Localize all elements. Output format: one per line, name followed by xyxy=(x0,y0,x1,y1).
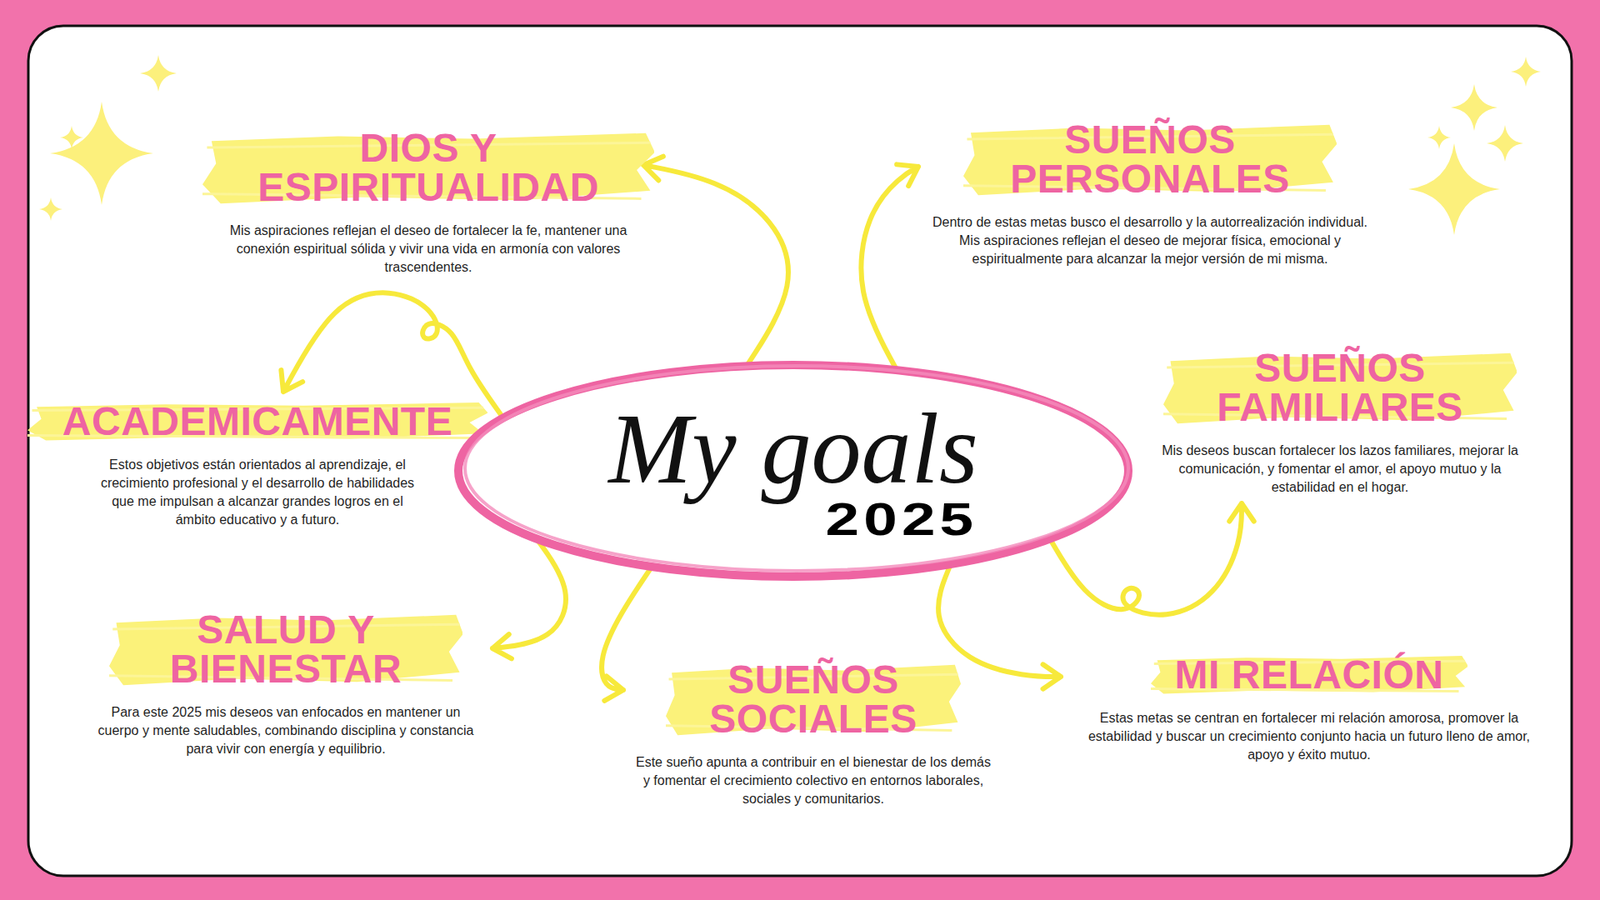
heading-block: SUEÑOS PERSONALES xyxy=(925,116,1375,202)
goal-heading: SALUD Y BIENESTAR xyxy=(135,606,436,692)
sparkle xyxy=(39,197,63,221)
sparkle xyxy=(1486,125,1524,162)
goal-description: Mis aspiraciones reflejan el deseo de fo… xyxy=(228,221,629,277)
center-ellipse: My goals2025 xyxy=(451,358,1135,584)
arrow-connector xyxy=(601,566,652,701)
goal-node: SUEÑOS SOCIALES Este sueño apunta a contr… xyxy=(630,656,997,809)
sparkle xyxy=(1450,84,1498,131)
arrow-connector xyxy=(280,292,503,418)
ellipse-stroke xyxy=(458,365,1129,577)
sparkles xyxy=(39,55,1541,235)
sparkle xyxy=(1408,143,1500,235)
heading-block: DIOS Y ESPIRITUALIDAD xyxy=(220,125,637,210)
arrow-connector xyxy=(860,164,919,370)
sparkle xyxy=(60,125,84,150)
arrow-connector xyxy=(643,156,789,367)
sparkle xyxy=(1510,56,1541,87)
sparkle xyxy=(140,55,177,92)
goal-node: DIOS Y ESPIRITUALIDAD Mis aspiraciones re… xyxy=(220,125,637,277)
heading-block: SUEÑOS FAMILIARES xyxy=(1144,345,1536,430)
arrow-connector xyxy=(492,539,566,660)
center-text-group: My goals2025 xyxy=(608,399,978,543)
heading-wrap: SUEÑOS SOCIALES xyxy=(688,656,939,742)
goal-description: Para este 2025 mis deseos van enfocados … xyxy=(90,703,482,759)
heading-block: ACADEMICAMENTE xyxy=(53,398,462,445)
sparkle xyxy=(1427,125,1451,150)
heading-wrap: DIOS Y ESPIRITUALIDAD xyxy=(236,125,620,210)
sparkle xyxy=(50,101,154,205)
heading-block: MI RELACIÓN xyxy=(1067,651,1551,698)
heading-wrap: MI RELACIÓN xyxy=(1175,651,1445,698)
heading-wrap: SUEÑOS PERSONALES xyxy=(991,116,1309,202)
heading-wrap: SALUD Y BIENESTAR xyxy=(135,606,436,692)
heading-wrap: ACADEMICAMENTE xyxy=(62,398,453,445)
heading-wrap: SUEÑOS FAMILIARES xyxy=(1190,345,1490,430)
heading-block: SALUD Y BIENESTAR xyxy=(85,606,486,692)
goal-node: SUEÑOS PERSONALES Dentro de estas metas b… xyxy=(925,116,1375,269)
goal-node: SALUD Y BIENESTAR Para este 2025 mis dese… xyxy=(85,606,486,759)
goal-description: Estas metas se centran en fortalecer mi … xyxy=(1071,709,1547,765)
goal-description: Dentro de estas metas busco el desarroll… xyxy=(929,213,1371,269)
panel xyxy=(28,25,1572,876)
goal-node: ACADEMICAMENTE Estos objetivos están orie… xyxy=(53,398,462,530)
goal-heading: MI RELACIÓN xyxy=(1175,651,1445,698)
arrow-connector xyxy=(938,564,1061,690)
year-label: 2025 xyxy=(497,495,978,543)
goal-heading: ACADEMICAMENTE xyxy=(62,398,453,445)
goal-description: Mis deseos buscan fortalecer los lazos f… xyxy=(1148,441,1532,497)
title-script: My goals xyxy=(608,399,978,500)
goal-node: SUEÑOS FAMILIARES Mis deseos buscan forta… xyxy=(1144,345,1536,497)
goal-heading: DIOS Y ESPIRITUALIDAD xyxy=(236,125,620,210)
goal-description: Estos objetivos están orientados al apre… xyxy=(90,455,425,530)
heading-block: SUEÑOS SOCIALES xyxy=(630,656,997,742)
ellipse-stroke xyxy=(465,365,1129,571)
goal-description: Este sueño apunta a contribuir en el bie… xyxy=(634,753,993,809)
goal-node: MI RELACIÓN Estas metas se centran en for… xyxy=(1067,651,1551,765)
goal-heading: SUEÑOS FAMILIARES xyxy=(1190,345,1490,430)
goal-heading: SUEÑOS SOCIALES xyxy=(688,656,939,742)
goal-heading: SUEÑOS PERSONALES xyxy=(991,116,1309,202)
